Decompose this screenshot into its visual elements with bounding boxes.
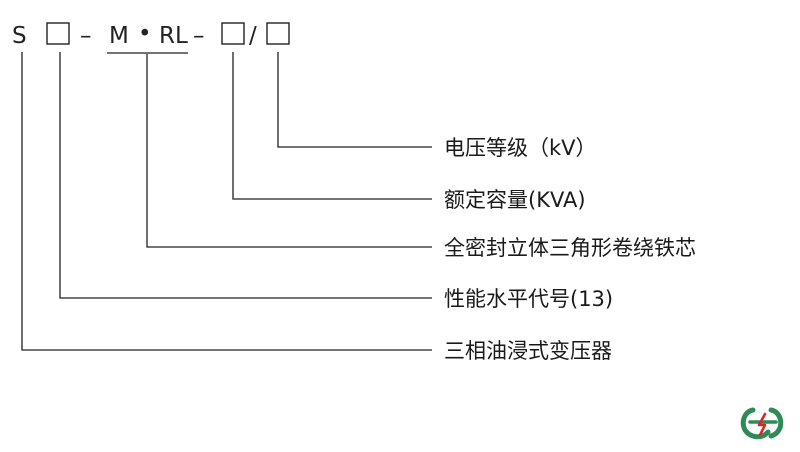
code-box-performance (46, 22, 70, 45)
code-letter-s: S (12, 23, 27, 49)
leader-line-performance (59, 52, 432, 299)
leader-line-voltage (277, 52, 432, 148)
leader-line-capacity (232, 52, 432, 200)
leader-lines (21, 52, 432, 351)
label-core-type: 全密封立体三角形卷绕铁芯 (444, 236, 696, 260)
label-voltage-level: 电压等级（kV） (444, 136, 597, 160)
code-box-capacity (221, 22, 245, 45)
code-box-voltage (266, 22, 290, 45)
model-code: S – M • RL – / (12, 21, 290, 54)
code-dash-1: – (80, 23, 92, 49)
leader-line-phase (21, 52, 432, 351)
labels: 电压等级（kV） 额定容量(KVA) 全密封立体三角形卷绕铁芯 性能水平代号(1… (444, 136, 696, 363)
code-letters-rl: RL (159, 23, 188, 49)
label-transformer-type: 三相油浸式变压器 (444, 339, 612, 363)
label-performance-code: 性能水平代号(13) (444, 287, 613, 311)
leader-line-core (146, 54, 432, 248)
code-dot: • (138, 21, 152, 47)
company-logo (740, 407, 784, 440)
code-slash: / (249, 23, 257, 49)
code-letter-m: M (109, 23, 129, 49)
code-dash-2: – (193, 23, 205, 49)
label-rated-capacity: 额定容量(KVA) (444, 188, 586, 212)
